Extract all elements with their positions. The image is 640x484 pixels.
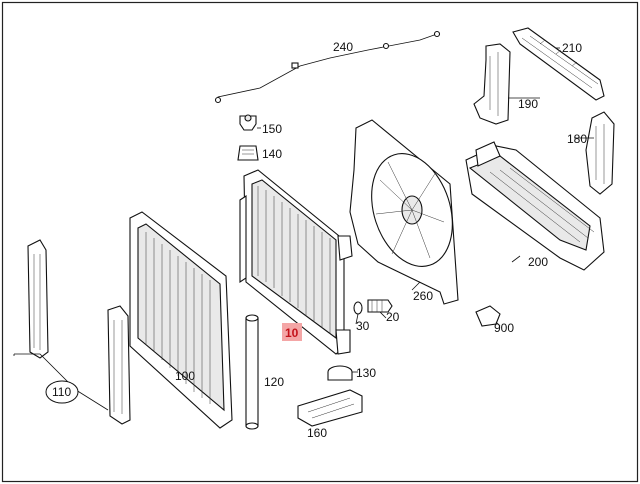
part-140-fitting[interactable]: [237, 145, 259, 161]
label-240[interactable]: 240: [333, 40, 353, 54]
label-20[interactable]: 20: [386, 310, 400, 324]
label-200[interactable]: 200: [528, 255, 548, 269]
label-100[interactable]: 100: [175, 369, 195, 383]
label-120[interactable]: 120: [264, 375, 284, 389]
label-160[interactable]: 160: [307, 426, 327, 440]
label-150[interactable]: 150: [262, 122, 282, 136]
part-110-seal-left[interactable]: [27, 239, 49, 359]
label-190[interactable]: 190: [518, 97, 538, 111]
part-100-condenser[interactable]: [129, 211, 233, 429]
part-110-leader-lines: [13, 353, 109, 411]
label-130[interactable]: 130: [356, 366, 376, 380]
part-180-side-bracket[interactable]: [585, 111, 615, 195]
part-120-pipe[interactable]: [245, 314, 259, 430]
label-30[interactable]: 30: [356, 319, 370, 333]
label-140[interactable]: 140: [262, 147, 282, 161]
part-110-label-ring: [45, 380, 79, 404]
part-30-washer[interactable]: [353, 301, 363, 315]
part-160-deflector[interactable]: [297, 389, 363, 427]
part-10-radiator[interactable]: [239, 169, 353, 355]
part-200-air-duct[interactable]: [465, 141, 605, 271]
label-180[interactable]: 180: [567, 132, 587, 146]
part-240-hose[interactable]: [214, 30, 441, 104]
label-leaders: [352, 97, 594, 373]
label-210[interactable]: 210: [562, 41, 582, 55]
part-260-fan-shroud[interactable]: [349, 119, 466, 305]
label-900[interactable]: 900: [494, 321, 514, 335]
part-190-air-guide[interactable]: [473, 43, 511, 125]
part-210-bracket[interactable]: [512, 27, 605, 101]
part-110-seal-right[interactable]: [107, 305, 131, 425]
label-260[interactable]: 260: [413, 289, 433, 303]
part-130-cap[interactable]: [327, 365, 353, 381]
part-900-sensor[interactable]: [475, 305, 501, 327]
label-10[interactable]: 10: [285, 326, 299, 340]
part-20-screw[interactable]: [367, 299, 393, 313]
part-10-highlight: [282, 323, 302, 341]
label-110[interactable]: 110: [52, 385, 71, 399]
part-150-fitting[interactable]: [239, 114, 261, 131]
